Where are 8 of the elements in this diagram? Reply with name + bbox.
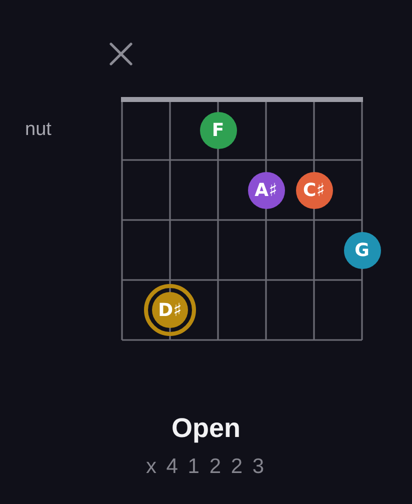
fingering-text: x 4 1 2 2 3	[146, 455, 266, 479]
nut-label: nut	[25, 119, 52, 141]
note-dot: C♯	[296, 172, 332, 208]
note-dot: G	[344, 232, 380, 268]
note-dot: F	[200, 112, 236, 148]
chord-title: Open	[172, 413, 240, 444]
note-dot: A♯	[248, 172, 284, 208]
root-note-dot: D♯	[144, 284, 196, 336]
